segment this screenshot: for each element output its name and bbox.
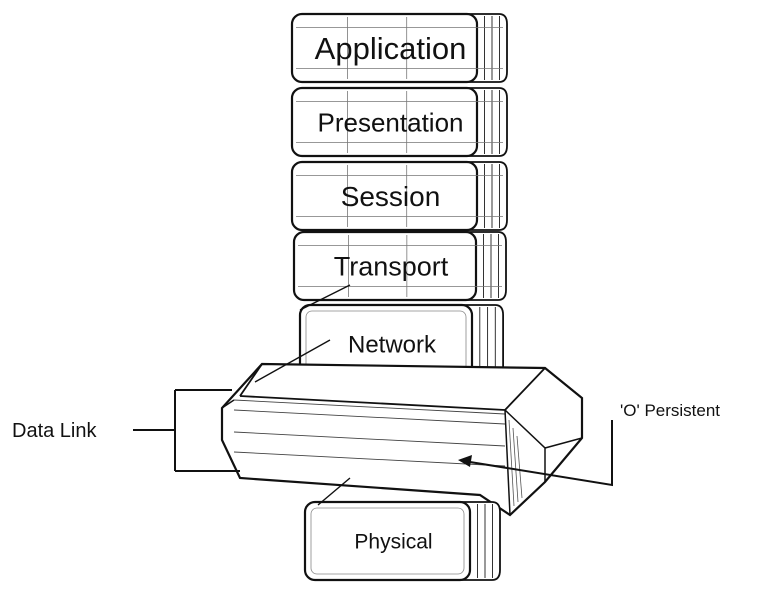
layer-label-application: Application <box>315 31 467 66</box>
layer-front-face <box>290 86 479 158</box>
layer-block-session: Session <box>290 160 508 232</box>
data-link-side-line <box>512 427 519 503</box>
layer-blocks: ApplicationPresentationSessionTransportN… <box>220 12 584 582</box>
data-link-bevel-line <box>233 451 506 467</box>
layer-label-physical: Physical <box>354 531 432 554</box>
data-link-bracket <box>133 389 240 472</box>
layer-block-transport: Transport <box>292 230 507 302</box>
layer-block-data-link <box>220 362 584 517</box>
data-link-side-facets <box>504 367 583 516</box>
data-link-bevel-line <box>233 431 506 447</box>
o-persistent-callout-label: 'O' Persistent <box>620 401 720 420</box>
data-link-bevel-line <box>233 399 506 415</box>
data-link-side-line <box>508 419 515 507</box>
layer-label-network: Network <box>348 332 437 359</box>
connector-lines <box>254 284 351 506</box>
data-link-callout: Data Link <box>12 389 240 472</box>
data-link-bevel-line <box>233 409 506 425</box>
layer-block-presentation: Presentation <box>290 86 508 158</box>
layer-front-face <box>292 230 478 302</box>
layer-front-face <box>290 12 479 84</box>
o-persistent-leader-line <box>469 420 613 487</box>
data-link-callout-label: Data Link <box>12 420 97 442</box>
data-link-left-chamfer <box>221 399 235 467</box>
layer-block-physical: Physical <box>303 500 501 582</box>
data-link-side-line <box>516 435 523 499</box>
layer-block-application: Application <box>290 12 508 84</box>
layer-label-transport: Transport <box>334 252 449 282</box>
layer-label-session: Session <box>341 181 441 212</box>
o-persistent-arrowhead <box>458 455 472 467</box>
layer-bevel <box>310 507 465 575</box>
layer-front-face <box>290 160 479 232</box>
layer-front-face <box>303 500 472 582</box>
layer-label-presentation: Presentation <box>318 107 464 137</box>
o-persistent-callout: 'O' Persistent <box>458 401 720 487</box>
